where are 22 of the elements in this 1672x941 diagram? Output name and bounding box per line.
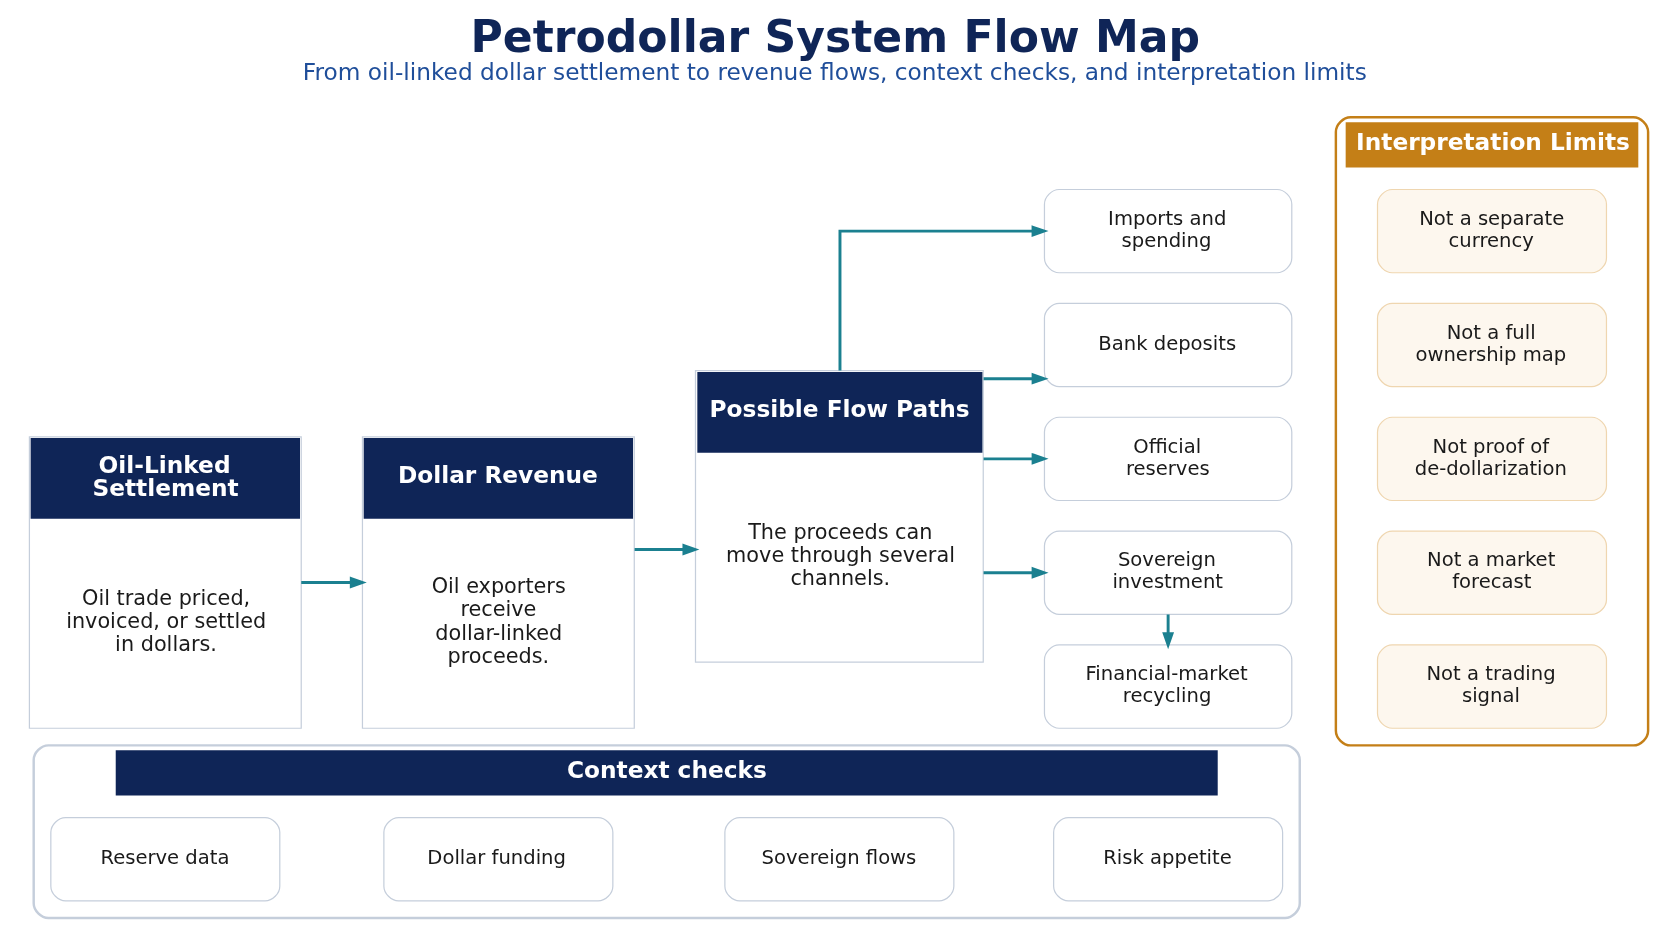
arrow bbox=[983, 452, 1049, 465]
diagram-title: Petrodollar System Flow Map bbox=[470, 11, 1201, 63]
node-box: Imports and spending bbox=[1043, 188, 1293, 274]
node-box: Sovereign investment bbox=[1043, 530, 1293, 615]
arrow bbox=[1162, 614, 1175, 650]
arrow bbox=[983, 372, 1049, 385]
node-box: Not proof of de-dollarization bbox=[1376, 416, 1608, 502]
node-box: Risk appetite bbox=[1053, 817, 1284, 902]
arrow bbox=[301, 576, 367, 589]
node-box: Not a separate currency bbox=[1376, 188, 1608, 274]
node-box: Not a full ownership map bbox=[1376, 302, 1608, 388]
node-box: Sovereign flows bbox=[724, 817, 955, 902]
node-box: Reserve data bbox=[50, 817, 281, 902]
node-box: Official reserves bbox=[1043, 416, 1293, 502]
arrow bbox=[983, 566, 1049, 579]
node-box: Dollar funding bbox=[383, 817, 614, 902]
node-box: Bank deposits bbox=[1043, 302, 1293, 388]
node-box: Not a market forecast bbox=[1376, 530, 1608, 615]
node-box: Not a trading signal bbox=[1376, 644, 1608, 729]
arrow bbox=[634, 543, 700, 556]
node-box: Financial-market recycling bbox=[1043, 644, 1293, 729]
arrow bbox=[838, 225, 1049, 371]
